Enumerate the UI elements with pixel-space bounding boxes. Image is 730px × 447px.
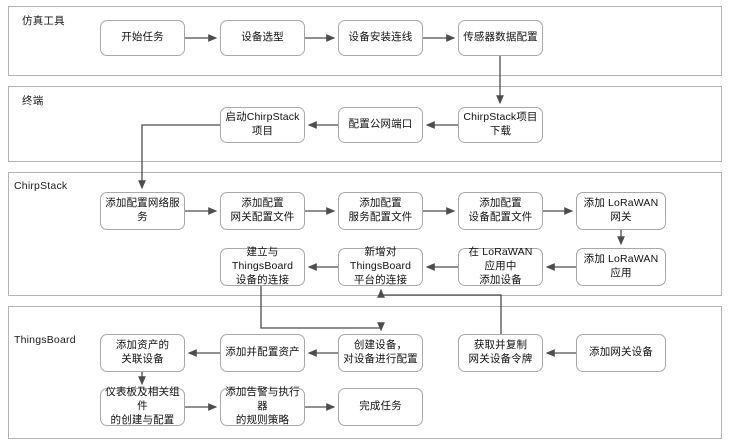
node-start-task[interactable]: 开始任务	[100, 20, 185, 56]
lane-terminal	[8, 86, 722, 162]
node-add-service-config[interactable]: 添加配置 服务配置文件	[338, 192, 423, 230]
lane-thingsboard-label: ThingsBoard	[14, 334, 76, 346]
node-finish-task[interactable]: 完成任务	[338, 388, 423, 426]
node-new-tb-platform-conn[interactable]: 新增对ThingsBoard 平台的连接	[338, 246, 423, 286]
node-add-asset-rel-device[interactable]: 添加资产的 关联设备	[100, 334, 185, 372]
node-add-lorawan-app[interactable]: 添加 LoRaWAN 应用	[576, 248, 666, 286]
node-alarm-rule-chain[interactable]: 添加告警与执行器 的规则策略	[220, 386, 305, 426]
node-add-gateway-config[interactable]: 添加配置 网关配置文件	[220, 192, 305, 230]
node-add-gateway-device[interactable]: 添加网关设备	[576, 334, 666, 372]
lane-terminal-label: 终端	[22, 95, 44, 107]
node-build-tb-device-conn[interactable]: 建立与ThingsBoard 设备的连接	[220, 246, 305, 286]
lane-simulation-label: 仿真工具	[22, 15, 65, 27]
node-device-install-wiring[interactable]: 设备安装连线	[338, 20, 423, 56]
node-create-config-device[interactable]: 创建设备， 对设备进行配置	[338, 334, 423, 372]
node-add-config-asset[interactable]: 添加并配置资产	[220, 334, 305, 372]
node-start-chirpstack[interactable]: 启动ChirpStack项目	[220, 107, 305, 143]
node-add-lorawan-gateway[interactable]: 添加 LoRaWAN 网关	[576, 192, 666, 230]
node-add-network-service[interactable]: 添加配置网络服务	[100, 192, 185, 230]
node-add-device-in-app[interactable]: 在 LoRaWAN 应用中 添加设备	[458, 246, 543, 286]
lane-chirpstack-label: ChirpStack	[14, 180, 68, 192]
node-add-device-config[interactable]: 添加配置 设备配置文件	[458, 192, 543, 230]
node-get-copy-gw-token[interactable]: 获取并复制 网关设备令牌	[458, 334, 543, 372]
node-device-selection[interactable]: 设备选型	[220, 20, 305, 56]
node-chirpstack-download[interactable]: ChirpStack项目下载	[458, 107, 543, 143]
node-public-port-config[interactable]: 配置公网端口	[338, 107, 423, 143]
node-dashboard-create[interactable]: 仪表板及相关组件 的创建与配置	[100, 386, 185, 426]
node-sensor-data-config[interactable]: 传感器数据配置	[458, 20, 543, 56]
